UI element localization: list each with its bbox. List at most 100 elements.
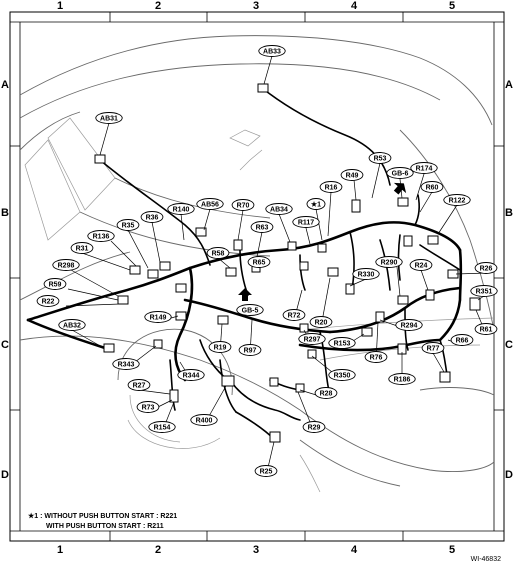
connector-label: R29 (308, 425, 321, 432)
column-label-3: 3 (253, 0, 259, 12)
row-label-a: A (505, 79, 513, 91)
connector-oval (340, 169, 364, 181)
connector-oval (112, 358, 140, 370)
connector-oval (474, 262, 498, 274)
column-labels-top: 1 2 3 4 5 (57, 0, 455, 12)
connector-oval (206, 247, 230, 259)
connector-r63: R63 (250, 221, 274, 233)
connector-r73: R73 (136, 401, 160, 413)
connector-ab32: AB32 (58, 319, 86, 331)
connector-plugs (94, 83, 481, 443)
connector-r117: R117 (292, 216, 320, 228)
connector-label: R117 (298, 220, 314, 227)
connector-r77: R77 (421, 342, 445, 354)
connector-oval (196, 198, 224, 210)
connector-oval (375, 256, 403, 268)
connector-label: AB32 (63, 323, 81, 330)
connector-label: R61 (480, 327, 493, 334)
row-label-c: C (1, 339, 9, 351)
connector-oval (388, 373, 416, 385)
connector-r298: R298 (52, 259, 80, 271)
column-label-1: 1 (57, 544, 63, 556)
row-labels-right: A B C D (505, 79, 513, 481)
connector-oval (140, 211, 164, 223)
connector-r149: R149 (144, 311, 172, 323)
connector-label: R53 (374, 156, 387, 163)
connector-label: R22 (42, 299, 55, 306)
connector-ab56: AB56 (196, 198, 224, 210)
row-ticks (10, 145, 504, 411)
connector-r330: R330 (352, 268, 380, 280)
connector-label: R122 (449, 198, 466, 205)
column-label-2: 2 (155, 544, 161, 556)
connector-label: R36 (146, 215, 159, 222)
connector-oval (364, 351, 388, 363)
connector-ab33: AB33 (258, 45, 286, 57)
connector-r297: R297 (298, 333, 326, 345)
connector-oval (144, 311, 172, 323)
connector-r49: R49 (340, 169, 364, 181)
connector-oval (247, 256, 271, 268)
connector-oval (254, 465, 278, 477)
row-label-c: C (505, 339, 513, 351)
connector-oval (236, 304, 264, 316)
column-labels-bottom: 1 2 3 4 5 (57, 544, 455, 556)
connector-label: R400 (196, 418, 213, 425)
connector-oval (177, 369, 205, 381)
note-line-without-push-button: ★1 : WITHOUT PUSH BUTTON START : R221 (28, 512, 177, 520)
connector-oval (302, 421, 326, 433)
connector-label: R294 (401, 323, 418, 330)
connector-label: R25 (260, 469, 273, 476)
connector-r174: R174 (410, 162, 438, 174)
connector-label: R97 (244, 348, 257, 355)
connector-r25: R25 (254, 465, 278, 477)
row-label-d: D (505, 469, 513, 481)
figure-reference-id: WI-46832 (471, 556, 501, 563)
connector-r36: R36 (140, 211, 164, 223)
connector-label: R154 (154, 425, 171, 432)
connector-r72: R72 (282, 309, 306, 321)
connector-oval (43, 278, 67, 290)
row-label-a: A (1, 79, 9, 91)
connector-oval (298, 333, 326, 345)
connector-oval (395, 319, 423, 331)
leader-lines (65, 55, 489, 477)
connector-label: GB-6 (392, 171, 409, 178)
connector-label: AB33 (263, 49, 281, 56)
connector-r400: R400 (190, 414, 218, 426)
gb5-arrow-icon (238, 288, 252, 301)
connector-r31: R31 (70, 242, 94, 254)
connector-ab34: AB34 (265, 203, 293, 215)
connector-label: R35 (122, 223, 135, 230)
connector-label: R77 (427, 346, 440, 353)
connector-oval (309, 316, 333, 328)
column-label-4: 4 (351, 544, 358, 556)
connector-oval (265, 203, 293, 215)
connector-label: GB-5 (242, 308, 259, 315)
column-label-3: 3 (253, 544, 259, 556)
connector-r344: R344 (177, 369, 205, 381)
connector-r60: R60 (420, 181, 444, 193)
row-label-d: D (1, 469, 9, 481)
connector-r53: R53 (368, 152, 392, 164)
connector-oval (386, 167, 414, 179)
connector-r153: R153 (328, 337, 356, 349)
connector-label: R19 (214, 345, 227, 352)
connector-oval (136, 401, 160, 413)
connector-oval (231, 199, 255, 211)
connector-label: R58 (212, 251, 225, 258)
connector-oval (36, 295, 60, 307)
connector-oval (148, 421, 176, 433)
connector-oval (443, 194, 471, 206)
connector-ab31: AB31 (95, 112, 123, 124)
connector-oval (409, 259, 433, 271)
connector-r136: R136 (87, 230, 115, 242)
connector-r61: R61 (474, 323, 498, 335)
connector-label: R27 (133, 383, 146, 390)
connector-label: R28 (320, 391, 333, 398)
connector-oval (70, 242, 94, 254)
connector-label: R16 (325, 185, 338, 192)
connector-oval (470, 285, 498, 297)
connector-label: R59 (49, 282, 62, 289)
row-label-b: B (1, 207, 9, 219)
